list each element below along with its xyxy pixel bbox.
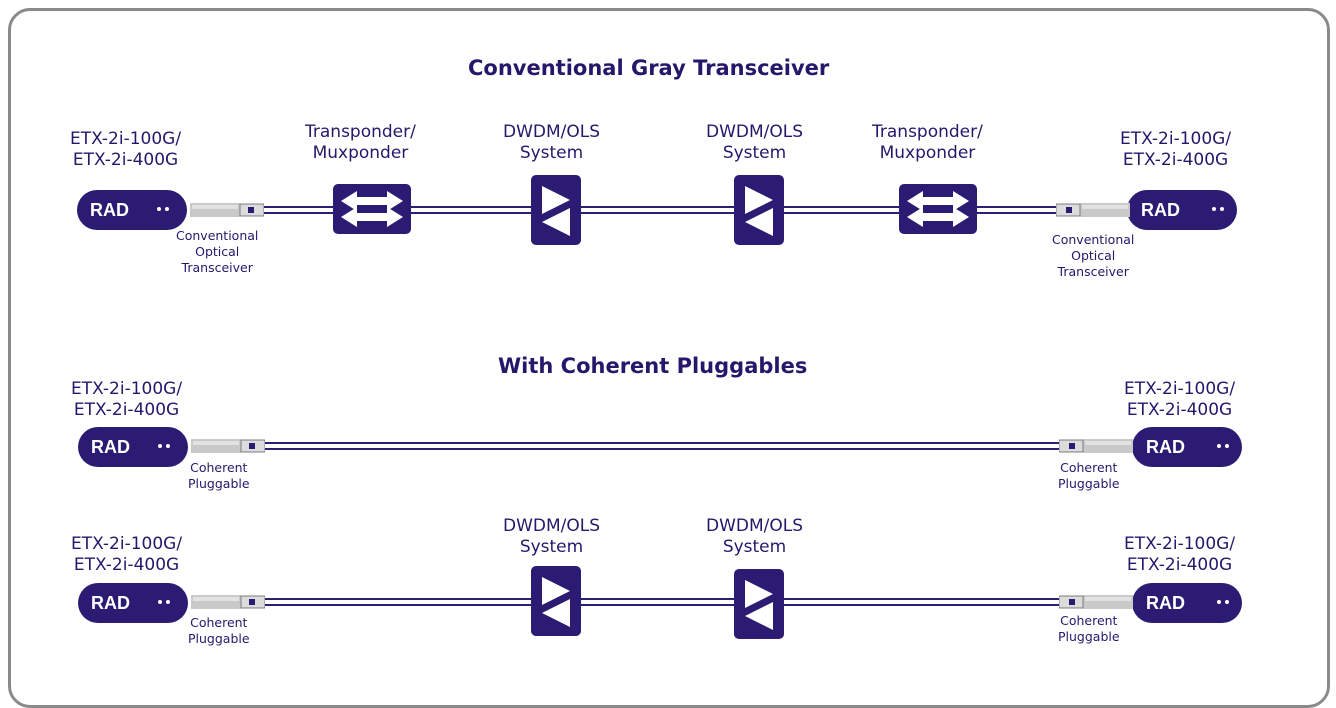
transponder-label-left: Transponder/Muxponder [305, 122, 416, 163]
status-led [157, 207, 161, 211]
transponder-box-left [333, 184, 411, 234]
sfp-module-icon [1059, 439, 1133, 453]
status-led [1217, 600, 1221, 604]
fiber-link-row1 [262, 206, 1074, 214]
transponder-box-right [899, 184, 977, 234]
endpoint-label-row3-left: ETX-2i-100G/ETX-2i-400G [71, 534, 183, 575]
device-row1-left: RAD [77, 190, 187, 230]
status-led [166, 600, 170, 604]
device-name: RAD [1146, 437, 1185, 457]
status-led [158, 444, 162, 448]
opposing-triangles-icon [745, 186, 773, 236]
endpoint-label-row2-right: ETX-2i-100G/ETX-2i-400G [1124, 379, 1236, 420]
device-row2-left: RAD [78, 427, 188, 467]
device-row2-right: RAD [1132, 427, 1242, 467]
sfp-module-icon [1056, 203, 1130, 217]
sfp-module-icon [191, 439, 265, 453]
status-led [158, 600, 162, 604]
status-led [1217, 444, 1221, 448]
status-led [1212, 207, 1216, 211]
opposing-triangles-icon [542, 577, 570, 627]
dwdm-box-row1-left [531, 175, 581, 245]
title-with-coherent-pluggables: With Coherent Pluggables [498, 354, 808, 378]
opposing-triangles-icon [745, 580, 773, 630]
diagram-frame [8, 8, 1330, 708]
bidirectional-arrows-icon [907, 191, 969, 227]
endpoint-label-row1-left: ETX-2i-100G/ETX-2i-400G [70, 129, 182, 170]
status-led [1220, 207, 1224, 211]
device-name: RAD [91, 437, 130, 457]
device-name: RAD [91, 593, 130, 613]
dwdm-box-row1-right [734, 175, 784, 245]
dwdm-box-row3-right [734, 569, 784, 639]
status-led [1225, 444, 1229, 448]
device-name: RAD [1146, 593, 1185, 613]
device-name: RAD [90, 200, 129, 220]
device-row3-right: RAD [1132, 583, 1242, 623]
opposing-triangles-icon [542, 186, 570, 236]
sfp-module-icon [1059, 595, 1133, 609]
sfp-module-icon [190, 203, 264, 217]
device-row3-left: RAD [78, 583, 188, 623]
status-led [166, 444, 170, 448]
device-name: RAD [1141, 200, 1180, 220]
status-led [1225, 600, 1229, 604]
fiber-link-row3 [264, 598, 1072, 606]
fiber-link-row2 [264, 442, 1072, 450]
title-conventional-gray-transceiver: Conventional Gray Transceiver [468, 56, 830, 80]
transponder-label-right: Transponder/Muxponder [872, 122, 983, 163]
endpoint-label-row1-right: ETX-2i-100G/ETX-2i-400G [1120, 129, 1232, 170]
endpoint-label-row3-right: ETX-2i-100G/ETX-2i-400G [1124, 534, 1236, 575]
bidirectional-arrows-icon [341, 191, 403, 227]
status-led [165, 207, 169, 211]
dwdm-box-row3-left [531, 566, 581, 636]
device-row1-right: RAD [1127, 190, 1237, 230]
endpoint-label-row2-left: ETX-2i-100G/ETX-2i-400G [71, 379, 183, 420]
sfp-module-icon [191, 595, 265, 609]
